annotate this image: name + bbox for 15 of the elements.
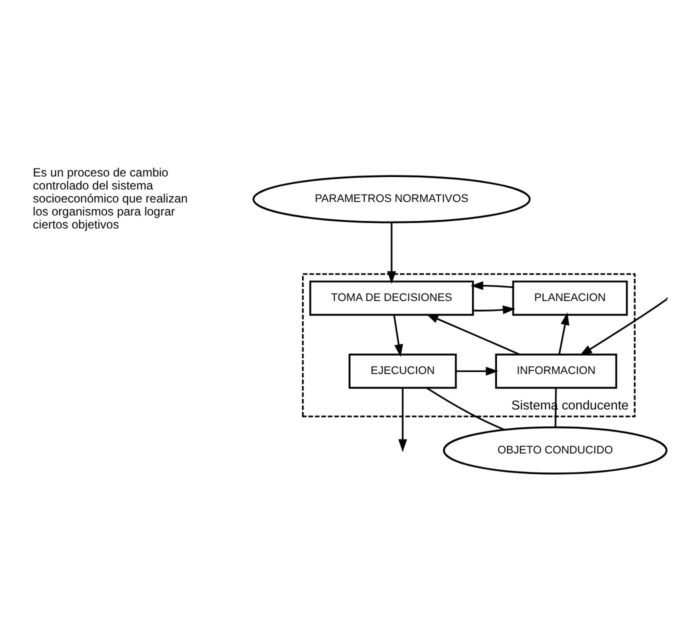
- node-ellipse: PARAMETROS NORMATIVOS: [252, 174, 531, 223]
- arrow: [456, 366, 498, 376]
- arrow: [558, 312, 570, 354]
- arrow: [470, 280, 513, 290]
- node-ellipse: OBJETO CONDUCIDO: [442, 426, 668, 474]
- node-box: EJECUCION: [348, 353, 457, 388]
- node-box: INFORMACION: [495, 353, 618, 388]
- label: Es un proceso de cambio controlado del sistema socioeconómico que realizan los organismos para lograr ciertos objetivos: [32, 164, 188, 231]
- arrow: [387, 222, 396, 284]
- arrow: [426, 313, 520, 355]
- arrow: [580, 298, 668, 356]
- arrow: [473, 304, 516, 314]
- node-box: PLANEACION: [512, 280, 628, 316]
- node-box: TOMA DE DECISIONES: [309, 280, 474, 316]
- arrow: [393, 314, 404, 356]
